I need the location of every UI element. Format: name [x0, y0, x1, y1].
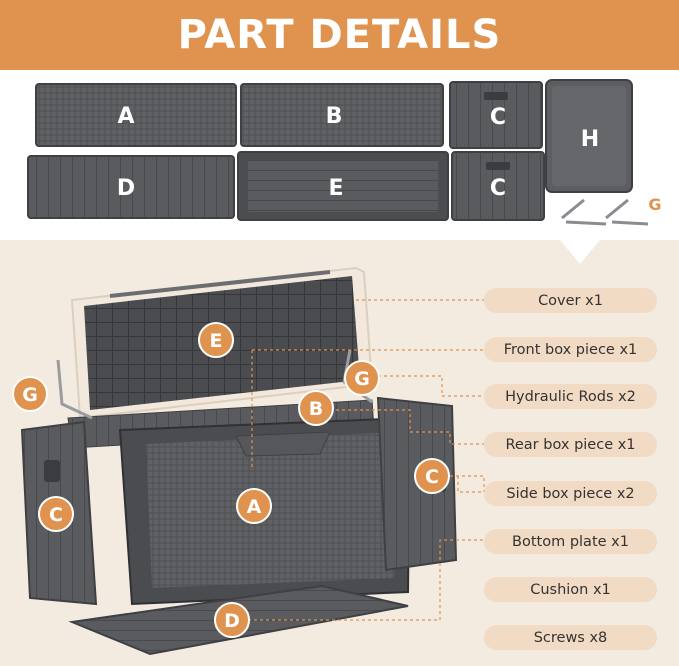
part-C-panel-bottom [451, 151, 545, 221]
part-B-panel [240, 83, 444, 147]
label-screws: Screws x8 [484, 625, 657, 650]
part-D-panel [27, 155, 235, 219]
callout-letter-E: E [210, 330, 223, 352]
label-side-box-piece: Side box piece x2 [484, 481, 657, 506]
part-letter-E: E [328, 176, 343, 201]
callout-badge-D: D [214, 602, 250, 638]
part-E-panel [237, 151, 449, 221]
callout-badge-G-left: G [12, 376, 48, 412]
label-cushion: Cushion x1 [484, 577, 657, 602]
callout-badge-E: E [198, 322, 234, 358]
callout-letter-C-left: C [49, 504, 63, 526]
callout-badge-B: B [298, 390, 334, 426]
part-C-panel-top [449, 81, 543, 149]
part-A-panel [35, 83, 237, 147]
callout-badge-C-left: C [38, 496, 74, 532]
callout-letter-D: D [224, 610, 240, 632]
part-letter-C-bottom: C [490, 176, 506, 201]
part-letter-G: G [648, 195, 661, 214]
callout-letter-A: A [247, 496, 262, 518]
part-letter-H: H [581, 127, 599, 152]
part-letter-A: A [117, 104, 134, 129]
part-letter-B: B [326, 104, 343, 129]
assembly-hydraulic-rod-left [56, 359, 93, 420]
label-cover: Cover x1 [484, 288, 657, 313]
label-bottom-plate: Bottom plate x1 [484, 529, 657, 554]
part-letter-C-top: C [490, 105, 506, 130]
label-rear-box-piece: Rear box piece x1 [484, 432, 657, 457]
part-G-hydraulic-rods [561, 198, 649, 226]
callout-badge-A: A [236, 488, 272, 524]
label-front-box-piece: Front box piece x1 [484, 337, 657, 362]
label-hydraulic-rods: Hydraulic Rods x2 [484, 384, 657, 409]
part-H-cushion [545, 79, 633, 193]
section-notch [560, 240, 600, 264]
callout-letter-G-left: G [22, 384, 38, 406]
callout-letter-G-right: G [354, 368, 370, 390]
page-title: PART DETAILS [177, 12, 502, 58]
callout-letter-C-right: C [425, 466, 439, 488]
title-banner: PART DETAILS [0, 0, 679, 70]
callout-badge-C-right: C [414, 458, 450, 494]
callout-badge-G-right: G [344, 360, 380, 396]
callout-letter-B: B [309, 398, 323, 420]
leader-lines [248, 299, 485, 621]
part-letter-D: D [117, 176, 135, 201]
